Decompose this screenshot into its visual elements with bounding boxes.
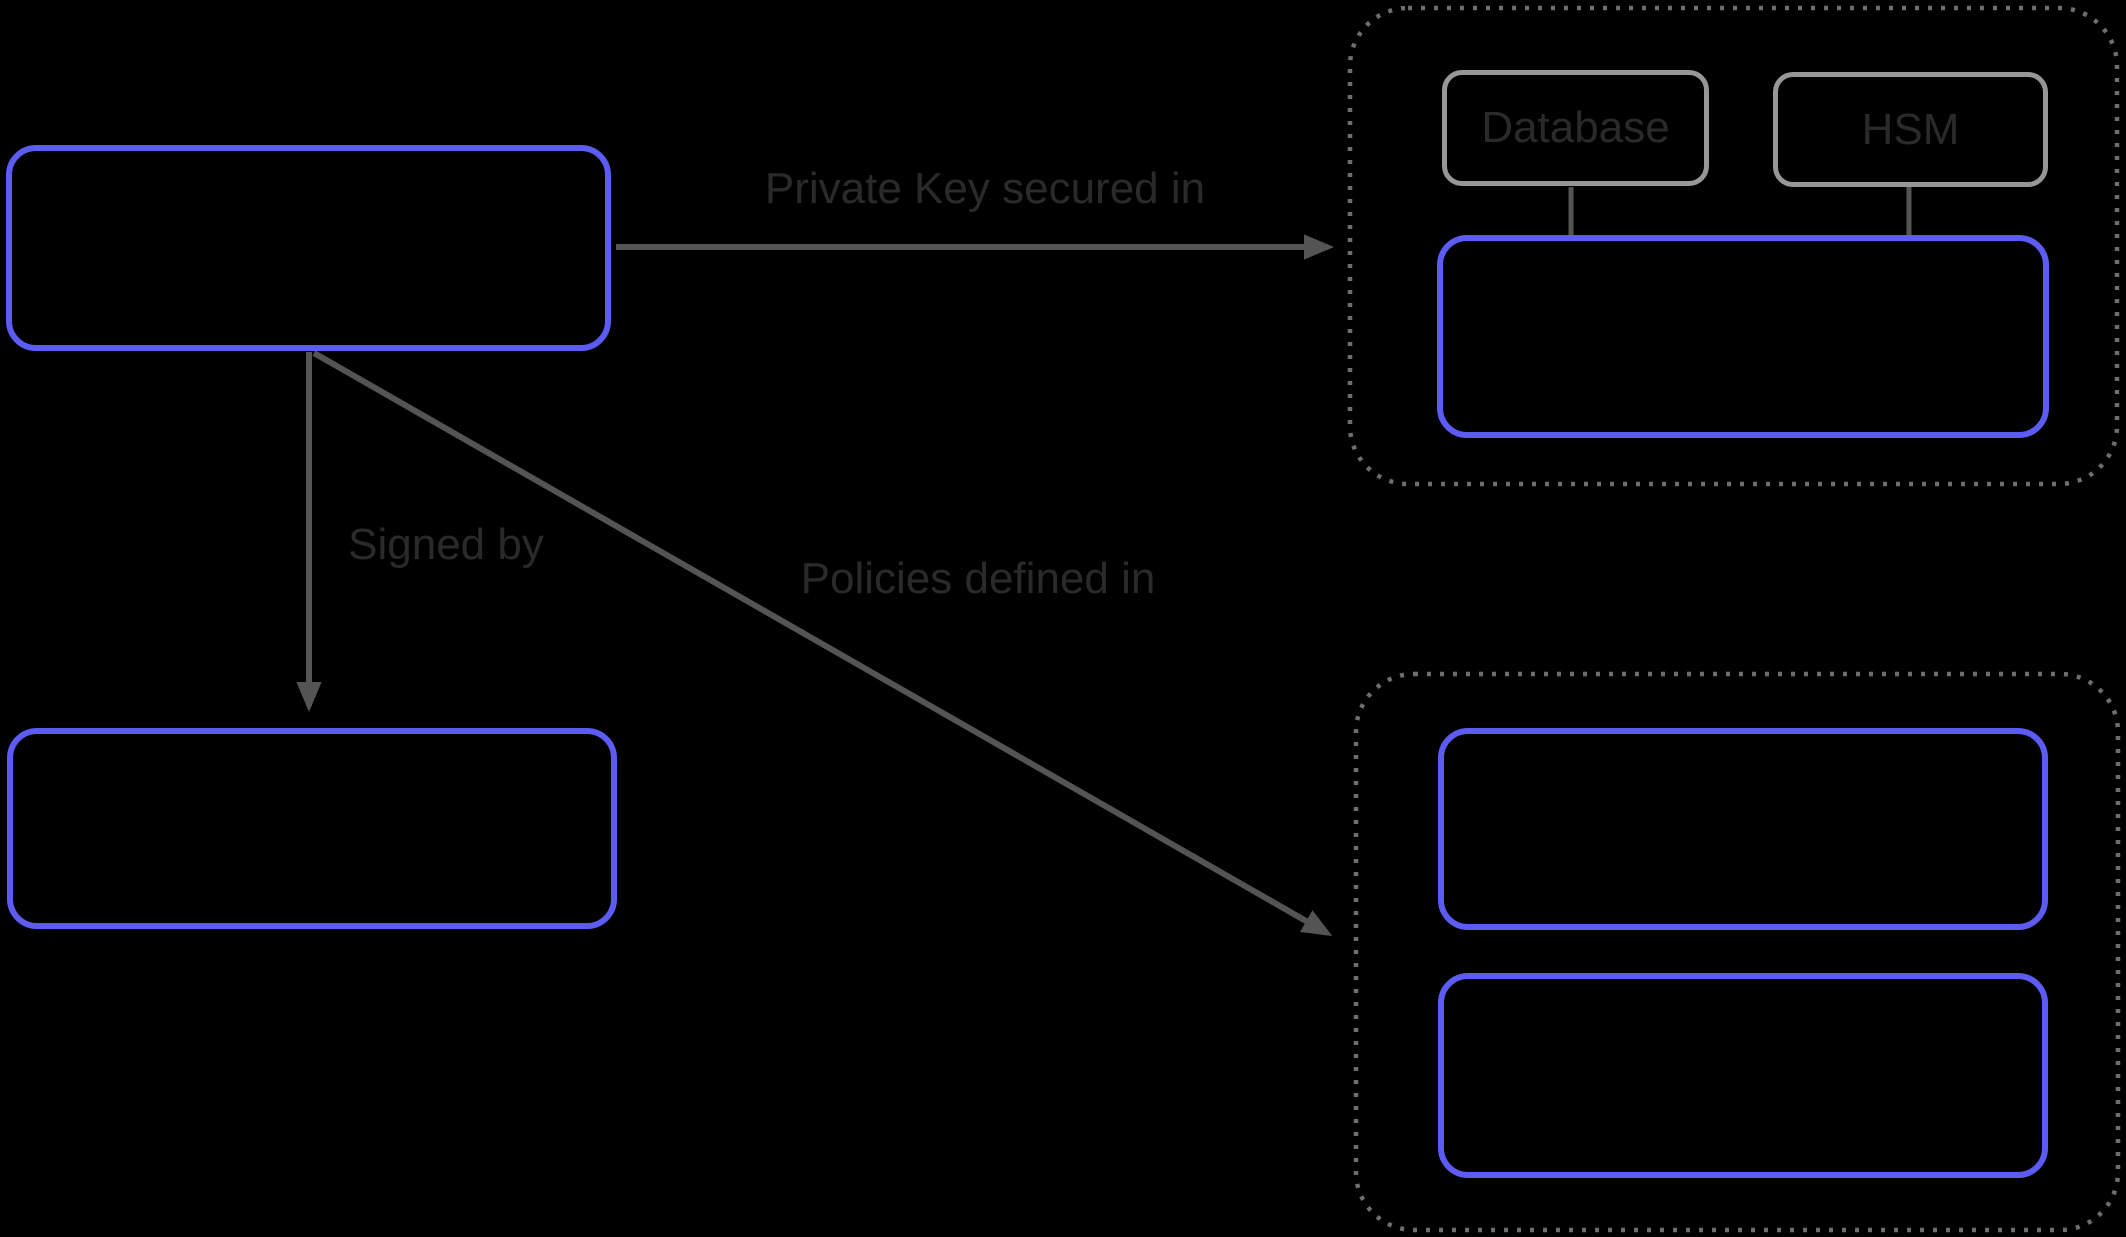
signed-by-edge-label: Signed by: [348, 520, 544, 569]
signed-node: [7, 728, 617, 929]
secure-storage-node: [1437, 235, 2049, 438]
secure-storage-container: [1347, 5, 2120, 487]
policies-edge-label: Policies defined in: [800, 554, 1156, 603]
policy-node-1: [1438, 728, 2048, 930]
policies-container: [1353, 671, 2121, 1233]
private-key-edge-label: Private Key secured in: [764, 164, 1206, 213]
database-label: Database: [1481, 103, 1670, 152]
policies-arrow: [312, 350, 1333, 936]
hsm-node: HSM: [1773, 72, 2048, 187]
root-node: [6, 145, 611, 351]
policy-node-2: [1438, 973, 2048, 1178]
database-node: Database: [1442, 70, 1709, 186]
hsm-label: HSM: [1861, 104, 1960, 154]
